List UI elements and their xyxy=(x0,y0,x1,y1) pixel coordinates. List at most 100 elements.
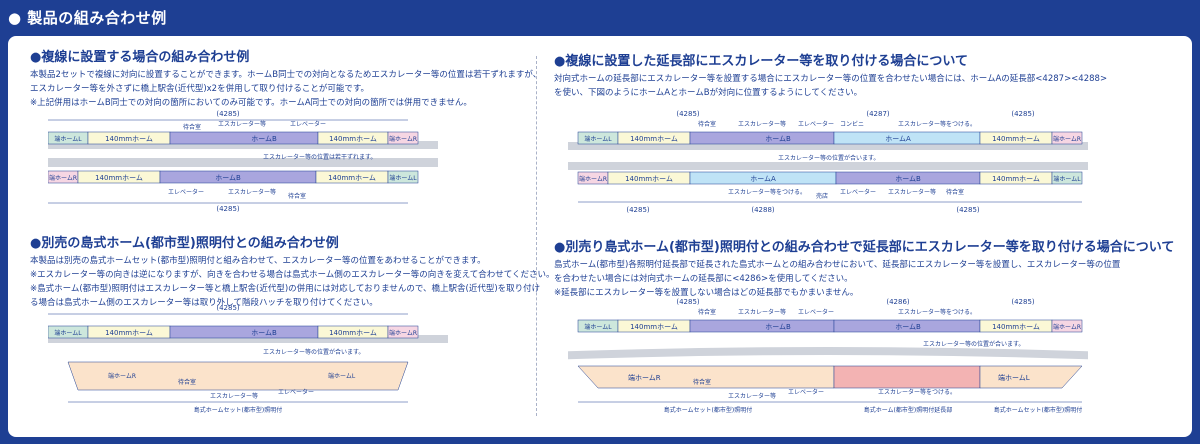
end-platform-label: 端ホームR xyxy=(389,329,417,337)
platform-a-label: ホームA xyxy=(750,175,776,183)
island-set-label: 島式ホームセット(都市型)照明付 xyxy=(664,406,753,414)
body-line: を使い、下図のようにホームAとホームBが対向に位置するようにしてください。 xyxy=(554,88,863,98)
end-platform-label: 端ホームR xyxy=(108,372,136,380)
island-set-label: 島式ホームセット(都市型)照明付 xyxy=(194,406,283,414)
kiosk-label: 売店 xyxy=(816,192,828,200)
convenience-store-label: コンビニ xyxy=(840,120,864,128)
platform-140-label: 140mmホーム xyxy=(992,135,1040,143)
rail-track xyxy=(48,158,438,167)
column-divider xyxy=(536,56,537,416)
body-line: ※上記併用はホームB同士での対向の箇所においてのみ可能です。ホームA同士での対向… xyxy=(30,98,472,108)
note-label: エスカレーター等の位置は若干ずれます。 xyxy=(263,153,376,161)
escalator-label: エスカレーター等 xyxy=(738,308,786,316)
platform-140-label: 140mmホーム xyxy=(105,135,153,143)
waiting-room-label: 待合室 xyxy=(183,123,201,131)
rail-track xyxy=(568,162,1088,170)
escalator-label: エスカレーター等 xyxy=(210,392,258,400)
part-number-label: (4285) xyxy=(216,304,240,312)
part-number-label: (4285) xyxy=(1011,298,1035,306)
end-platform-label: 端ホームL xyxy=(584,323,612,331)
platform-b-label: ホームB xyxy=(895,175,921,183)
end-platform-r xyxy=(1051,319,1083,333)
elevator-label: エレベーター xyxy=(840,188,876,196)
waiting-room-label: 待合室 xyxy=(288,192,306,200)
end-platform-label: 端ホームR xyxy=(579,175,607,183)
platform-b-label: ホームB xyxy=(215,174,241,182)
body-line: ※島式ホーム(都市型)照明付はエスカレーター等と橋上駅舎(近代型)の併用には対応… xyxy=(30,284,541,294)
platform-140-label: 140mmホーム xyxy=(329,329,377,337)
diagram-island: (4285) 端ホームL 140mmホーム ホームB 140mmホーム 端ホーム… xyxy=(48,304,448,414)
section-title: ●別売り島式ホーム(都市型)照明付との組み合わせで延長部にエスカレーター等を取り… xyxy=(554,240,1175,255)
end-platform-label: 端ホームL xyxy=(998,373,1030,382)
part-number-label: (4286) xyxy=(886,298,910,306)
section-body: 対向式ホームの延長部にエスカレーター等を設置する場合にエスカレーター等の位置を合… xyxy=(554,72,1107,100)
end-platform-label: 端ホームR xyxy=(1053,323,1081,331)
elevator-label: エレベーター xyxy=(798,308,834,316)
escalator-label: エスカレーター等 xyxy=(738,120,786,128)
section-extension: ●複線に設置した延長部にエスカレーター等を取り付ける場合について 対向式ホームの… xyxy=(554,50,1184,110)
body-line: ※延長部にエスカレーター等を設置しない場合はどの延長部でもかまいません。 xyxy=(554,288,859,298)
body-line: 本製品2セットで複線に対向に設置することができます。ホームB同士での対向となるた… xyxy=(30,70,542,80)
elevator-label: エレベーター xyxy=(278,388,314,396)
platform-b-label: ホームB xyxy=(765,135,791,143)
section-title: ●複線に設置する場合の組み合わせ例 xyxy=(30,50,250,65)
part-number-label: (4285) xyxy=(1011,110,1035,118)
end-platform-label: 端ホームR xyxy=(49,174,77,182)
elevator-label: エレベーター xyxy=(168,188,204,196)
elevator-label: エレベーター xyxy=(798,120,834,128)
end-platform-label: 端ホームL xyxy=(328,372,356,380)
rail-track xyxy=(48,141,438,149)
platform-140-label: 140mmホーム xyxy=(992,175,1040,183)
body-line: 対向式ホームの延長部にエスカレーター等を設置する場合にエスカレーター等の位置を合… xyxy=(554,74,1108,84)
platform-140-label: 140mmホーム xyxy=(105,329,153,337)
body-line: る場合は島式ホーム側のエスカレーター等は取り外して階段ハッチを取り付けてください… xyxy=(30,298,378,308)
platform-b xyxy=(689,319,835,333)
page-header: ● 製品の組み合わせ例 xyxy=(0,0,1200,34)
end-platform-label: 端ホームR xyxy=(1053,135,1081,143)
part-number-label: (4287) xyxy=(866,110,890,118)
rail-track xyxy=(48,335,448,343)
end-platform-l xyxy=(387,170,419,184)
escalator-attach-label: エスカレーター等をつける。 xyxy=(898,120,976,128)
platform-b-label: ホームB xyxy=(251,135,277,143)
body-line: エスカレーター等を外さずに橋上駅舎(近代型)x2を併用して取り付けることが可能で… xyxy=(30,84,369,94)
end-platform-label: 端ホームR xyxy=(389,135,417,143)
escalator-attach-label: エスカレーター等をつける。 xyxy=(878,388,956,396)
escalator-attach-label: エスカレーター等をつける。 xyxy=(728,188,806,196)
island-extension-platform xyxy=(833,365,981,389)
end-platform-label: 端ホームL xyxy=(389,174,417,182)
platform-140-label: 140mmホーム xyxy=(329,135,377,143)
escalator-label: エスカレーター等 xyxy=(728,392,776,400)
diagram-extension: (4285) (4287) (4285) 待合室 エスカレーター等 エレベーター… xyxy=(568,110,1088,214)
part-number-label: (4285) xyxy=(956,206,980,214)
section-body: 本製品は別売の島式ホームセット(都市型)照明付と組み合わせて、エスカレーター等の… xyxy=(30,254,555,310)
part-number-label: (4285) xyxy=(676,110,700,118)
end-platform-l xyxy=(1051,171,1083,185)
platform-140-label: 140mmホーム xyxy=(630,135,678,143)
platform-b-label: ホームB xyxy=(765,323,791,331)
diagram-island-extension: (4285) (4286) (4285) 待合室 エスカレーター等 エレベーター… xyxy=(568,298,1088,414)
waiting-room-label: 待合室 xyxy=(946,188,964,196)
end-platform-r xyxy=(1051,131,1083,145)
platform-140-label: 140mmホーム xyxy=(992,323,1040,331)
waiting-room-label: 待合室 xyxy=(178,378,196,386)
escalator-label: エスカレーター等 xyxy=(228,188,276,196)
end-platform-r xyxy=(387,325,419,339)
end-platform-r xyxy=(387,131,419,145)
elevator-label: エレベーター xyxy=(788,388,824,396)
platform-b xyxy=(169,325,319,339)
part-number-label: (4285) xyxy=(216,110,240,118)
platform-140-label: 140mmホーム xyxy=(630,323,678,331)
part-number-label: (4285) xyxy=(676,298,700,306)
platform-140-label: 140mmホーム xyxy=(95,174,143,182)
section-title: ●複線に設置した延長部にエスカレーター等を取り付ける場合について xyxy=(554,54,968,69)
elevator-label: エレベーター xyxy=(290,120,326,128)
platform-140-label: 140mmホーム xyxy=(328,174,376,182)
section-island: ●別売の島式ホーム(都市型)照明付との組み合わせ例 本製品は別売の島式ホームセッ… xyxy=(30,232,555,308)
body-line: ※エスカレーター等の向きは逆になりますが、向きを合わせる場合は島式ホーム側のエス… xyxy=(30,270,555,280)
platform-b-label: ホームB xyxy=(251,329,277,337)
part-number-label: (4285) xyxy=(216,205,240,213)
platform-140-label: 140mmホーム xyxy=(625,175,673,183)
waiting-room-label: 待合室 xyxy=(698,308,716,316)
note-label: エスカレーター等の位置が合います。 xyxy=(778,154,879,162)
